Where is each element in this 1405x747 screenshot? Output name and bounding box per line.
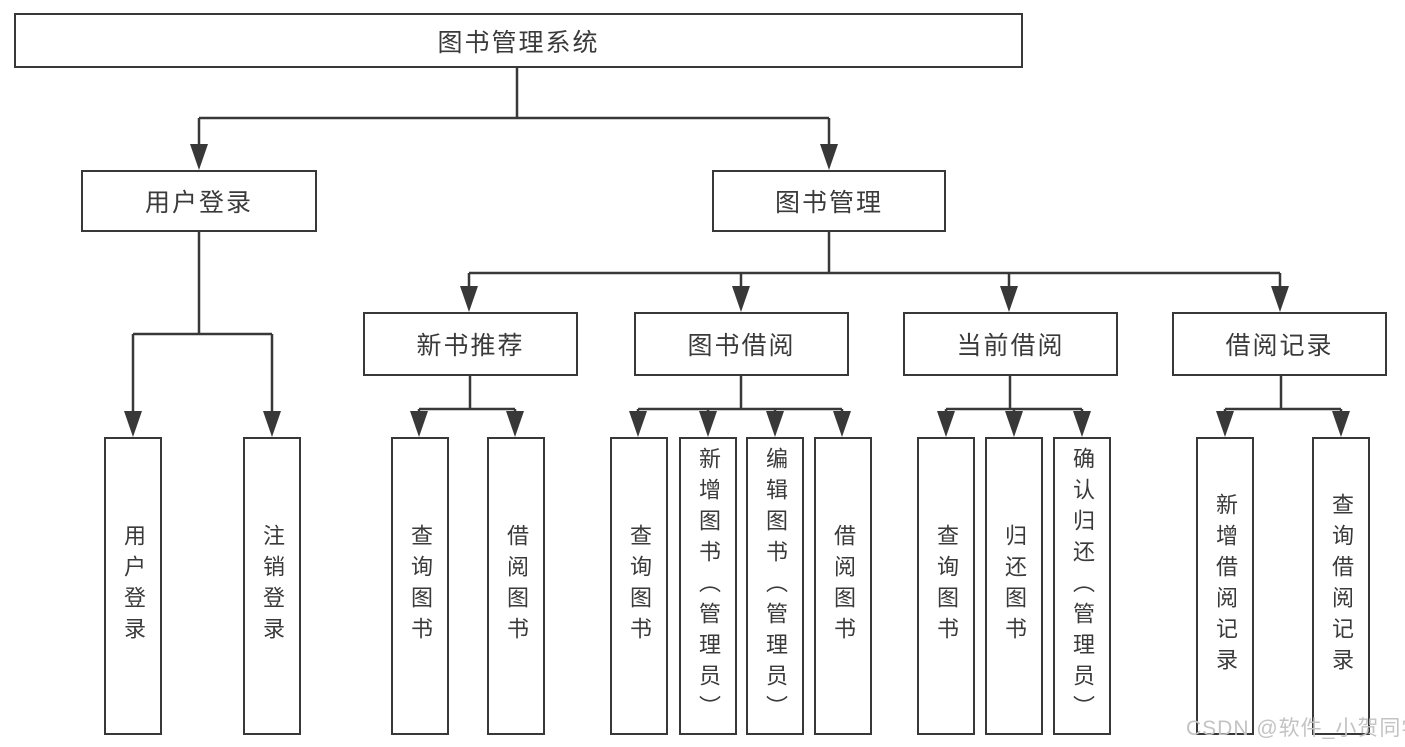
leaf-borrow-query-book: 查询图书 (610, 437, 668, 735)
node-current-borrow: 当前借阅 (903, 312, 1118, 376)
node-book-borrow-label: 图书借阅 (687, 332, 796, 360)
arrowhead-icon (460, 286, 478, 312)
leaf-query-borrow-record-label: 查询借阅记录 (1329, 493, 1354, 679)
arrowhead-icon (820, 144, 838, 170)
connector-root-to-level2 (197, 68, 831, 146)
leaf-recommend-borrow-book-label: 借阅图书 (504, 524, 529, 648)
leaf-recommend-query-book: 查询图书 (391, 437, 449, 735)
arrowhead-icon (263, 411, 281, 437)
arrowhead-icon (766, 411, 784, 437)
leaf-user-login: 用户登录 (104, 437, 162, 735)
arrowhead-icon (732, 286, 750, 312)
leaf-recommend-query-book-label: 查询图书 (408, 524, 433, 648)
connector-newbook-to-leaves (417, 376, 517, 413)
node-user-login: 用户登录 (81, 170, 317, 232)
arrowhead-icon (190, 144, 208, 170)
node-book-borrow: 图书借阅 (634, 312, 849, 376)
arrowhead-icon (629, 411, 647, 437)
arrowhead-icon (1000, 286, 1018, 312)
leaf-recommend-borrow-book: 借阅图书 (487, 437, 545, 735)
connector-bookmgmt-to-level3 (467, 232, 1282, 288)
arrowheads (124, 144, 1350, 437)
leaf-add-book-admin-label: 新增图书（管理员） (696, 446, 721, 726)
leaf-user-login-label: 用户登录 (121, 524, 146, 648)
leaf-add-borrow-record-label: 新增借阅记录 (1213, 493, 1238, 679)
node-user-login-label: 用户登录 (144, 189, 253, 217)
leaf-return-book: 归还图书 (985, 437, 1043, 735)
arrowhead-icon (1216, 411, 1234, 437)
leaf-edit-book-admin-label: 编辑图书（管理员） (763, 446, 788, 726)
leaf-current-query-book-label: 查询图书 (934, 524, 959, 648)
leaf-query-borrow-record: 查询借阅记录 (1312, 437, 1370, 735)
leaf-return-book-label: 归还图书 (1002, 524, 1027, 648)
leaf-confirm-return-admin-label: 确认归还（管理员） (1070, 446, 1095, 726)
arrowhead-icon (506, 411, 524, 437)
arrowhead-icon (1005, 411, 1023, 437)
leaf-borrow-book-label: 借阅图书 (831, 524, 856, 648)
leaf-logout: 注销登录 (243, 437, 301, 735)
arrowhead-icon (1332, 411, 1350, 437)
connector-userlogin-to-leaves (131, 232, 274, 413)
node-book-management: 图书管理 (712, 170, 946, 232)
csdn-watermark: CSDN @软件_小贺同学 (1186, 717, 1405, 740)
leaf-current-query-book: 查询图书 (917, 437, 975, 735)
leaf-add-borrow-record: 新增借阅记录 (1196, 437, 1254, 735)
arrowhead-icon (937, 411, 955, 437)
arrowhead-icon (699, 411, 717, 437)
arrowhead-icon (1271, 286, 1289, 312)
arrowhead-icon (410, 411, 428, 437)
connector-borrow-to-leaves (636, 376, 844, 413)
node-book-management-label: 图书管理 (774, 189, 883, 217)
leaf-add-book-admin: 新增图书（管理员） (679, 437, 737, 735)
node-borrow-records-label: 借阅记录 (1225, 332, 1334, 360)
node-borrow-records: 借阅记录 (1172, 312, 1387, 376)
arrowhead-icon (124, 411, 142, 437)
connector-records-to-leaves (1223, 376, 1343, 413)
arrowhead-icon (1073, 411, 1091, 437)
leaf-edit-book-admin: 编辑图书（管理员） (746, 437, 804, 735)
arrowhead-icon (833, 411, 851, 437)
node-new-book-recommend-label: 新书推荐 (416, 332, 525, 360)
connector-current-to-leaves (944, 376, 1084, 413)
node-new-book-recommend: 新书推荐 (363, 312, 578, 376)
leaf-confirm-return-admin: 确认归还（管理员） (1053, 437, 1111, 735)
node-root: 图书管理系统 (14, 13, 1023, 68)
leaf-borrow-book: 借阅图书 (814, 437, 872, 735)
leaf-borrow-query-book-label: 查询图书 (627, 524, 652, 648)
node-current-borrow-label: 当前借阅 (956, 332, 1065, 360)
node-root-label: 图书管理系统 (437, 28, 600, 57)
leaf-logout-label: 注销登录 (260, 524, 285, 648)
